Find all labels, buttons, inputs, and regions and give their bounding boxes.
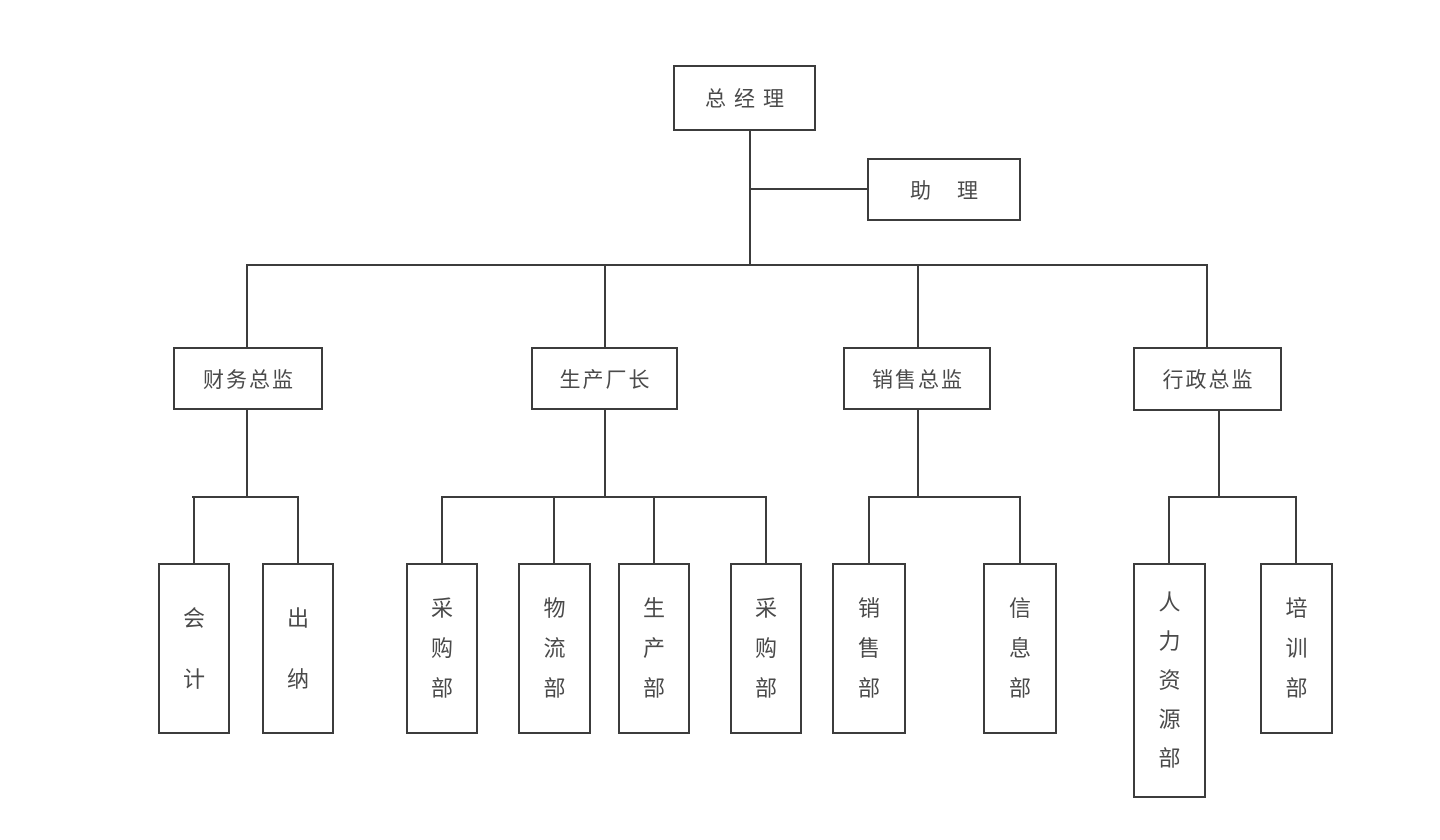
node-hr-dept: 人力资源部 xyxy=(1133,563,1206,798)
node-label: 财务总监 xyxy=(203,368,295,392)
node-label: 销售总监 xyxy=(872,368,964,392)
node-label: 助理 xyxy=(910,179,1004,203)
connector-finance-children xyxy=(192,496,299,498)
node-information-dept: 信息部 xyxy=(983,563,1057,734)
connector-production-children xyxy=(441,496,767,498)
node-label: 人力资源部 xyxy=(1158,590,1181,771)
node-label: 采购部 xyxy=(430,595,453,701)
node-label: 出纳 xyxy=(286,605,309,692)
connector-sales-children xyxy=(868,496,1021,498)
connector-admin-children xyxy=(1168,496,1297,498)
connector-production-down xyxy=(604,410,606,498)
connector-stub-hr-dept xyxy=(1168,496,1170,564)
node-training-dept: 培训部 xyxy=(1260,563,1333,734)
node-purchasing-dept-2: 采购部 xyxy=(730,563,802,734)
connector-stub-training-dept xyxy=(1295,496,1297,564)
node-production-dept: 生产部 xyxy=(618,563,690,734)
connector-stub-purchasing-2 xyxy=(765,496,767,564)
node-label: 生产部 xyxy=(642,595,665,701)
node-label: 总经理 xyxy=(705,88,792,111)
connector-root-down xyxy=(749,131,751,266)
connector-stub-accounting xyxy=(193,496,195,564)
connector-sales-down xyxy=(917,410,919,498)
node-finance-director: 财务总监 xyxy=(173,347,323,410)
connector-drop-production xyxy=(604,264,606,348)
connector-main-horizontal xyxy=(246,264,1208,266)
connector-stub-sales-dept xyxy=(868,496,870,564)
connector-drop-admin xyxy=(1206,264,1208,348)
node-label: 会计 xyxy=(182,605,205,692)
node-logistics-dept: 物流部 xyxy=(518,563,591,734)
connector-drop-sales xyxy=(917,264,919,348)
node-label: 培训部 xyxy=(1285,595,1308,701)
connector-assistant-branch xyxy=(749,188,868,190)
connector-admin-down xyxy=(1218,410,1220,498)
node-sales-director: 销售总监 xyxy=(843,347,991,410)
connector-stub-cashier xyxy=(297,496,299,564)
node-label: 信息部 xyxy=(1008,595,1031,701)
node-label: 物流部 xyxy=(543,595,566,701)
node-production-director: 生产厂长 xyxy=(531,347,678,410)
node-label: 行政总监 xyxy=(1162,369,1255,392)
node-sales-dept: 销售部 xyxy=(832,563,906,734)
connector-drop-finance xyxy=(246,264,248,348)
node-label: 生产厂长 xyxy=(559,368,652,392)
connector-stub-logistics xyxy=(553,496,555,564)
connector-stub-information-dept xyxy=(1019,496,1021,564)
node-label: 采购部 xyxy=(754,595,777,701)
connector-stub-production-dept xyxy=(653,496,655,564)
node-admin-director: 行政总监 xyxy=(1133,347,1282,411)
node-assistant: 助理 xyxy=(867,158,1021,221)
node-cashier: 出纳 xyxy=(262,563,334,734)
node-label: 销售部 xyxy=(857,595,880,701)
connector-finance-down xyxy=(246,410,248,498)
node-accounting: 会计 xyxy=(158,563,230,734)
connector-stub-purchasing-1 xyxy=(441,496,443,564)
node-purchasing-dept-1: 采购部 xyxy=(406,563,478,734)
node-general-manager: 总经理 xyxy=(673,65,816,131)
